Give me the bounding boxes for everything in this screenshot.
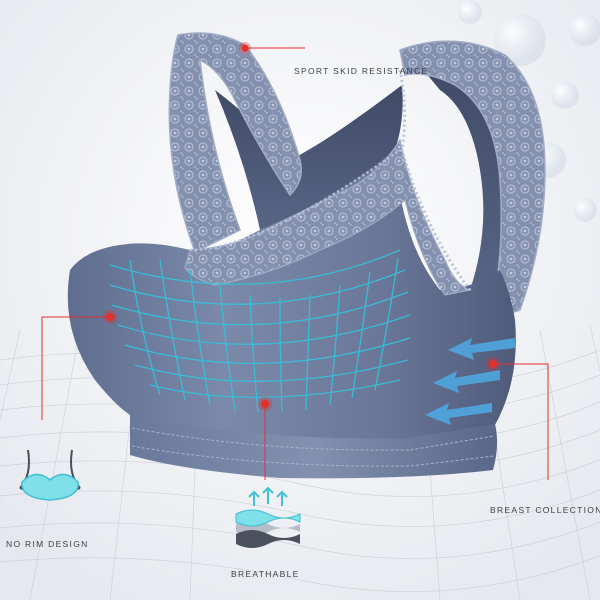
breathable-layers-icon bbox=[235, 486, 301, 548]
compression-arrows-icon bbox=[425, 338, 515, 425]
red-marker-dot-icon bbox=[103, 42, 500, 411]
label-breast-collection: BREAST COLLECTION bbox=[490, 505, 600, 515]
label-sport-skid-resistance: SPORT SKID RESISTANCE bbox=[294, 66, 429, 76]
bra-outline-icon bbox=[19, 449, 81, 501]
label-breathable: BREATHABLE bbox=[231, 569, 300, 579]
label-no-rim-design: NO RIM DESIGN bbox=[6, 539, 89, 549]
